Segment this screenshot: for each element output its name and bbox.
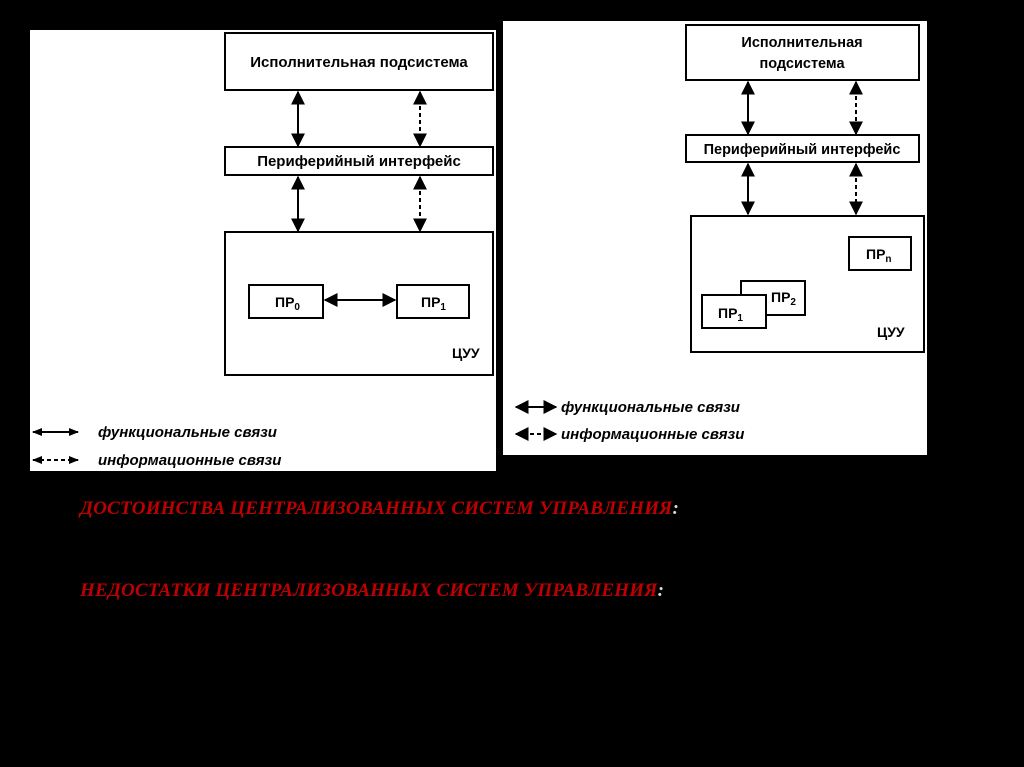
processor-node-n: [848, 236, 912, 271]
processor-node-2-label: ПР2: [771, 289, 796, 308]
disadvantages-heading: НЕДОСТАТКИ ЦЕНТРАЛИЗОВАННЫХ СИСТЕМ УПРАВ…: [80, 580, 664, 602]
right-diagram-panel: Исполнительная подсистема Периферийный и…: [503, 21, 927, 455]
executive-subsystem-label: Исполнительная подсистема: [250, 54, 468, 71]
advantages-heading-text: ДОСТОИНСТВА ЦЕНТРАЛИЗОВАННЫХ СИСТЕМ УПРА…: [80, 498, 673, 519]
legend-informational-label: информационные связи: [98, 452, 281, 469]
processor-node-0: [248, 284, 324, 319]
executive-subsystem-label-line2: подсистема: [759, 56, 845, 72]
processor-node-1-label: ПР1: [718, 305, 743, 324]
left-diagram-panel: Исполнительная подсистема Периферийный и…: [30, 30, 496, 471]
left-diagram: Исполнительная подсистема Периферийный и…: [32, 32, 494, 469]
peripheral-interface-box: [224, 146, 494, 176]
legend-functional-label: функциональные связи: [98, 424, 277, 441]
advantages-heading-colon: :: [672, 498, 679, 519]
legend-informational-label: информационные связи: [561, 426, 744, 443]
disadvantages-heading-colon: :: [657, 580, 665, 601]
executive-subsystem-label-line1: Исполнительная: [741, 35, 862, 51]
processor-node-1-label: ПР1: [421, 294, 446, 313]
right-diagram: Исполнительная подсистема Периферийный и…: [514, 24, 925, 443]
processor-node-0-label: ПР0: [275, 294, 300, 313]
peripheral-interface-label: Периферийный интерфейс: [257, 153, 461, 170]
disadvantages-heading-text: НЕДОСТАТКИ ЦЕНТРАЛИЗОВАННЫХ СИСТЕМ УПРАВ…: [80, 580, 658, 601]
peripheral-interface-label: Периферийный интерфейс: [704, 142, 901, 158]
executive-subsystem-box: [224, 32, 494, 91]
processor-node-n-label: ПРn: [866, 246, 892, 265]
advantages-heading: ДОСТОИНСТВА ЦЕНТРАЛИЗОВАННЫХ СИСТЕМ УПРА…: [80, 498, 679, 520]
peripheral-interface-box: [685, 134, 920, 163]
processor-node-1: [396, 284, 470, 319]
processor-node-1: [701, 294, 767, 329]
legend-functional-label: функциональные связи: [561, 399, 740, 416]
central-control-unit-label: ЦУУ: [452, 345, 480, 361]
central-control-unit-label: ЦУУ: [877, 324, 905, 340]
executive-subsystem-box: [685, 24, 920, 81]
